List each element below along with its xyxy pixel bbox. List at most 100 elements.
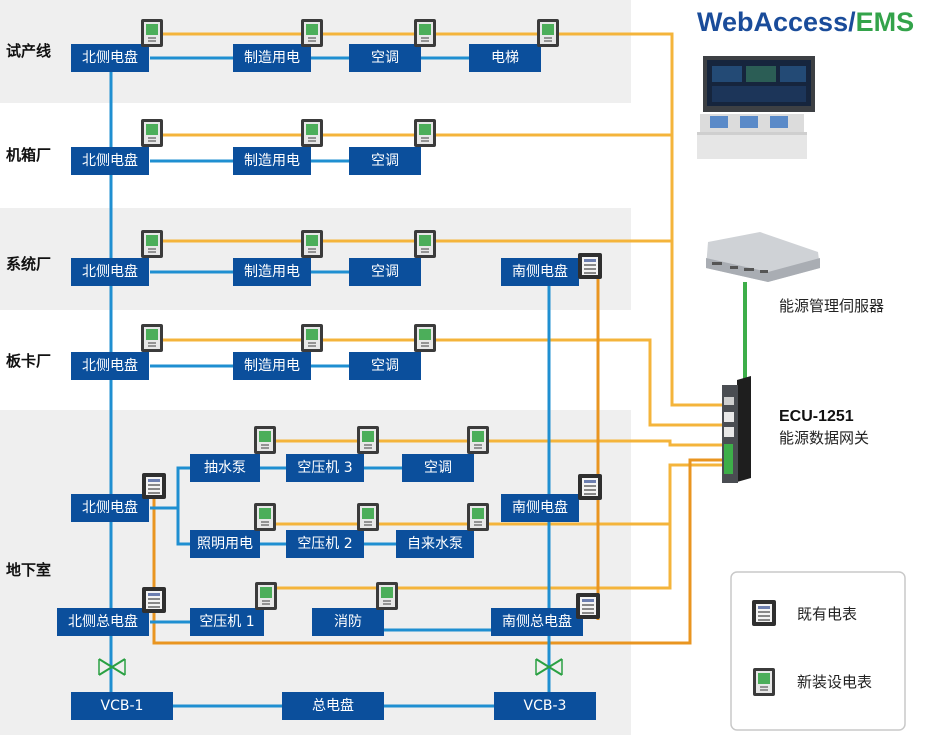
new-meter-icon	[253, 425, 277, 455]
panel-f2-mfg: 制造用电	[233, 147, 311, 175]
legend-new-label: 新装设电表	[797, 673, 872, 691]
panel-f4-ac: 空调	[349, 352, 421, 380]
floor-label-xitong: 系统厂	[6, 255, 51, 273]
svg-text:空压机 2: 空压机 2	[297, 536, 352, 552]
new-meter-icon	[413, 229, 437, 259]
panel-b-pump: 抽水泵	[190, 454, 260, 482]
svg-text:制造用电: 制造用电	[244, 264, 300, 280]
svg-text:自来水泵: 自来水泵	[407, 536, 463, 552]
server-icon	[706, 232, 820, 282]
floor-label-jixiang: 机箱厂	[6, 146, 51, 164]
panel-f4-north: 北侧电盘	[71, 352, 149, 380]
new-meter-icon	[300, 323, 324, 353]
panel-b-north: 北侧电盘	[71, 494, 149, 522]
svg-text:空调: 空调	[424, 460, 452, 476]
existing-meter-icon	[142, 587, 166, 613]
svg-text:制造用电: 制造用电	[244, 153, 300, 169]
new-meter-icon	[300, 118, 324, 148]
panel-f3-ac: 空调	[349, 258, 421, 286]
svg-text:北侧电盘: 北侧电盘	[82, 499, 138, 516]
svg-text:北侧电盘: 北侧电盘	[82, 357, 138, 374]
panel-f1-elevator: 电梯	[469, 44, 541, 72]
svg-text:电梯: 电梯	[491, 50, 519, 66]
panel-f2-north: 北侧电盘	[71, 147, 149, 175]
new-meter-icon	[466, 502, 490, 532]
svg-text:VCB-1: VCB-1	[101, 698, 144, 714]
new-meter-icon	[413, 18, 437, 48]
panel-b-water: 自来水泵	[396, 530, 474, 558]
gateway-device-icon	[722, 376, 751, 483]
svg-text:南侧电盘: 南侧电盘	[512, 499, 568, 516]
panel-f3-south: 南侧电盘	[501, 258, 579, 286]
server-label: 能源管理伺服器	[779, 297, 884, 315]
new-meter-icon	[140, 18, 164, 48]
svg-text:空压机 3: 空压机 3	[297, 460, 352, 476]
existing-meter-icon	[578, 253, 602, 279]
panel-b-south: 南侧电盘	[501, 494, 579, 522]
svg-text:VCB-3: VCB-3	[524, 698, 567, 714]
panel-f3-north: 北侧电盘	[71, 258, 149, 286]
panel-b-ac: 空调	[402, 454, 474, 482]
gateway-desc: 能源数据网关	[779, 429, 869, 447]
floor-label-shiyan: 试产线	[6, 42, 51, 60]
panel-b-comp1: 空压机 1	[190, 608, 264, 636]
panel-f1-mfg: 制造用电	[233, 44, 311, 72]
svg-text:南侧总电盘: 南侧总电盘	[502, 613, 572, 630]
svg-text:空压机 1: 空压机 1	[199, 614, 254, 630]
new-meter-icon	[752, 667, 776, 697]
brand-logo: WebAccess/EMS	[697, 7, 914, 37]
svg-text:空调: 空调	[371, 50, 399, 66]
svg-text:消防: 消防	[334, 614, 362, 630]
gateway-model: ECU-1251	[779, 408, 854, 425]
new-meter-icon	[413, 323, 437, 353]
panel-b-comp3: 空压机 3	[286, 454, 364, 482]
panel-f1-north: 北侧电盘	[71, 44, 149, 72]
floor-label-banka: 板卡厂	[6, 352, 51, 370]
panel-b-south-main: 南侧总电盘	[491, 608, 583, 636]
panel-b-north-main: 北侧总电盘	[57, 608, 149, 636]
panel-f3-mfg: 制造用电	[233, 258, 311, 286]
svg-text:北侧总电盘: 北侧总电盘	[68, 613, 138, 630]
existing-meter-icon	[752, 600, 776, 626]
panel-f2-ac: 空调	[349, 147, 421, 175]
svg-text:空调: 空调	[371, 358, 399, 374]
new-meter-icon	[300, 18, 324, 48]
new-meter-icon	[413, 118, 437, 148]
new-meter-icon	[253, 502, 277, 532]
panel-main: 总电盘	[282, 692, 384, 720]
existing-meter-icon	[142, 473, 166, 499]
panel-f1-ac: 空调	[349, 44, 421, 72]
svg-text:照明用电: 照明用电	[197, 536, 253, 552]
existing-meter-icon	[576, 593, 600, 619]
svg-text:南侧电盘: 南侧电盘	[512, 263, 568, 280]
legend: 既有电表 新装设电表	[730, 571, 906, 731]
new-meter-icon	[140, 118, 164, 148]
panel-vcb3: VCB-3	[494, 692, 596, 720]
panel-b-comp2: 空压机 2	[286, 530, 364, 558]
panel-b-fire: 消防	[312, 608, 384, 636]
svg-text:空调: 空调	[371, 264, 399, 280]
legend-existing-label: 既有电表	[797, 605, 857, 623]
panel-b-light: 照明用电	[190, 530, 260, 558]
workstation-icon	[697, 56, 815, 159]
new-meter-icon	[140, 229, 164, 259]
svg-text:北侧电盘: 北侧电盘	[82, 49, 138, 66]
floor-label-dixia: 地下室	[6, 561, 51, 579]
panel-vcb1: VCB-1	[71, 692, 173, 720]
svg-text:总电盘: 总电盘	[312, 697, 354, 714]
svg-text:北侧电盘: 北侧电盘	[82, 152, 138, 169]
new-meter-icon	[466, 425, 490, 455]
new-meter-icon	[375, 581, 399, 611]
svg-text:制造用电: 制造用电	[244, 358, 300, 374]
svg-text:空调: 空调	[371, 153, 399, 169]
new-meter-icon	[536, 18, 560, 48]
new-meter-icon	[300, 229, 324, 259]
new-meter-icon	[254, 581, 278, 611]
new-meter-icon	[140, 323, 164, 353]
svg-text:北侧电盘: 北侧电盘	[82, 263, 138, 280]
new-meter-icon	[356, 425, 380, 455]
new-meter-icon	[356, 502, 380, 532]
panel-f4-mfg: 制造用电	[233, 352, 311, 380]
svg-text:制造用电: 制造用电	[244, 50, 300, 66]
